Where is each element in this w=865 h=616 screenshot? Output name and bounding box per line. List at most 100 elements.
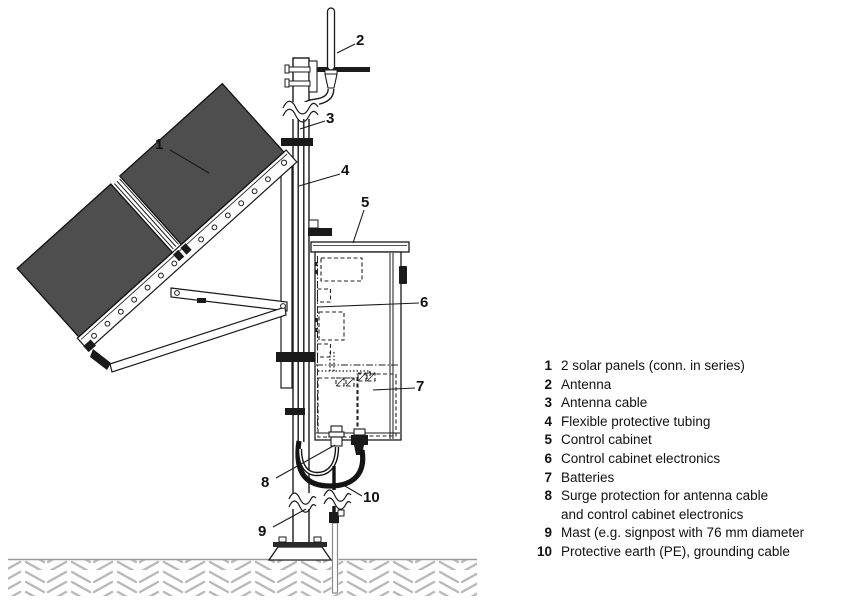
cabinet-hook [308,219,319,229]
legend-item-9: 9 Mast (e.g. signpost with 76 mm diamete… [532,524,857,543]
antenna-bracket-plate [308,60,318,93]
cabinet-wiring [318,352,371,377]
cable-clamp [281,138,313,146]
legend-text: Mast (e.g. signpost with 76 mm diameter [561,525,805,541]
legend-item-4: 4 Flexible protective tubing [532,413,857,432]
leader-10 [344,485,363,497]
strut-lower [109,306,287,373]
legend-number: 1 [544,358,552,373]
panel-junction [114,178,179,250]
solar-panel-array [16,82,298,353]
leader-3 [299,120,326,130]
base-plate [273,542,327,547]
electronics-module [316,343,332,358]
legend-text: Protective earth (PE), grounding cable [561,543,790,559]
mast-clamps [276,138,332,415]
cabinet-lid [310,241,410,253]
antenna-connector [324,73,338,89]
grounding-gland [351,428,368,455]
legend-text: Control cabinet [561,432,652,448]
strut-upper [170,287,288,312]
callout-6: 6 [420,294,429,311]
legend-number: 5 [544,432,552,448]
legend-item-8: 8 Surge protection for antenna cable [532,487,857,506]
callout-5: 5 [361,194,370,211]
rail-holes [91,159,288,339]
cabinet-electronics [316,257,363,358]
callout-7: 7 [416,378,425,395]
callout-1: 1 [155,136,164,153]
cable-tie [285,408,305,415]
legend: 1 2 solar panels (conn. in series) 2 Ant… [532,357,857,562]
legend-item-2: 2 Antenna [532,376,857,395]
solar-panel-lower [16,183,174,338]
legend-item-8-cont: and control cabinet electronics [532,506,857,525]
battery-terminals [335,372,376,387]
grounding-rod [331,522,339,594]
ground-hatch-area [8,560,477,596]
antenna-assembly [284,7,370,93]
callout-8: 8 [261,474,270,491]
legend-number: 4 [544,413,552,429]
solar-panel-upper [118,82,285,246]
bracket-bolts [284,64,311,88]
leader-8 [275,444,336,479]
leader-7 [372,387,416,391]
legend-number: 7 [544,469,552,485]
leader-5 [352,209,365,244]
callout-10: 10 [363,489,380,506]
legend-item-7: 7 Batteries [532,469,857,488]
legend-number: 9 [544,525,552,541]
legend-item-10: 10 Protective earth (PE), grounding cabl… [532,543,857,562]
legend-text: 2 solar panels (conn. in series) [561,358,745,373]
din-clips [314,262,318,332]
legend-number [532,506,552,525]
control-cabinet [310,241,410,441]
panel-support-struts [90,287,288,373]
legend-number: 6 [544,450,552,466]
ground [8,558,477,596]
electronics-module [316,288,332,303]
legend-text: and control cabinet electronics [561,506,744,522]
cabinet-handle [399,266,407,284]
battery-right [356,373,397,437]
surge-protector-gland [328,425,345,447]
legend-text: Surge protection for antenna cable [561,488,769,504]
cabinet-mount-band-lower [276,352,318,362]
legend-number: 2 [544,376,552,392]
rod-clamp [329,512,339,523]
callout-2: 2 [356,32,365,49]
legend-text: Antenna [561,376,612,392]
leader-lines [169,43,420,528]
legend-item-3: 3 Antenna cable [532,394,857,413]
antenna-mount-arm [312,67,370,72]
electronics-module [318,311,345,341]
legend-text: Antenna cable [561,395,648,411]
callout-4: 4 [341,162,350,179]
legend-text: Batteries [561,469,615,485]
cabinet-mount-band-upper [308,228,332,236]
electronics-module [320,257,363,282]
legend-number: 10 [536,543,552,559]
leader-2 [336,43,356,54]
legend-number: 8 [544,488,552,504]
leader-1 [169,149,210,174]
legend-number: 3 [544,395,552,411]
legend-item-5: 5 Control cabinet [532,431,857,450]
legend-text: Flexible protective tubing [561,413,711,429]
leader-6 [317,302,420,308]
callout-3: 3 [326,110,335,127]
legend-item-6: 6 Control cabinet electronics [532,450,857,469]
legend-text: Control cabinet electronics [561,450,721,466]
break-symbols [281,100,354,513]
base-foot [267,546,333,561]
mast-base [267,536,333,561]
strut-bracket [90,349,111,370]
legend-item-1: 1 2 solar panels (conn. in series) [532,357,857,376]
antenna-rod [326,7,336,71]
leader-4 [298,173,341,187]
cabinet-body [314,251,402,441]
leader-9 [272,508,307,528]
